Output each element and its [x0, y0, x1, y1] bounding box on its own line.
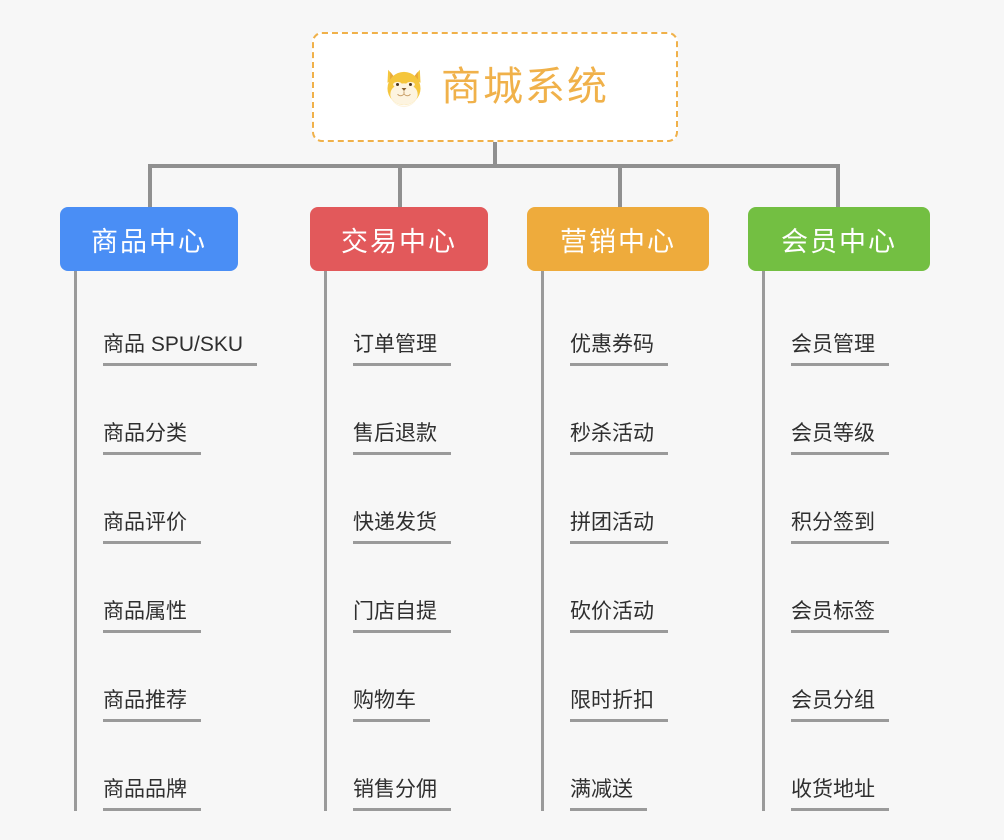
- leaf-label: 砍价活动: [570, 600, 668, 633]
- leaf-list-4: 会员管理 会员等级 积分签到 会员标签 会员分组 收货地址: [762, 271, 980, 811]
- list-item[interactable]: 满减送: [544, 722, 759, 811]
- leaf-label: 会员分组: [791, 689, 889, 722]
- leaf-label: 会员管理: [791, 333, 889, 366]
- leaf-list-3: 优惠券码 秒杀活动 拼团活动 砍价活动 限时折扣 满减送: [541, 271, 759, 811]
- list-item[interactable]: 售后退款: [327, 366, 542, 455]
- list-item[interactable]: 订单管理: [327, 277, 542, 366]
- connector-horizontal-bus: [150, 164, 840, 168]
- list-item[interactable]: 门店自提: [327, 544, 542, 633]
- connector-drop-2: [398, 164, 402, 209]
- leaf-label: 满减送: [570, 778, 647, 811]
- leaf-label: 会员标签: [791, 600, 889, 633]
- list-item[interactable]: 优惠券码: [544, 277, 759, 366]
- list-item[interactable]: 商品推荐: [77, 633, 292, 722]
- branch-column-1: 商品中心 商品 SPU/SKU 商品分类 商品评价 商品属性 商品推荐 商品品牌: [60, 207, 292, 811]
- leaf-label: 商品评价: [103, 511, 201, 544]
- branch-title-2: 交易中心: [341, 226, 457, 257]
- leaf-label: 商品分类: [103, 422, 201, 455]
- leaf-label: 拼团活动: [570, 511, 668, 544]
- list-item[interactable]: 秒杀活动: [544, 366, 759, 455]
- list-item[interactable]: 商品分类: [77, 366, 292, 455]
- list-item[interactable]: 商品属性: [77, 544, 292, 633]
- leaf-list-2: 订单管理 售后退款 快递发货 门店自提 购物车 销售分佣: [324, 271, 542, 811]
- list-item[interactable]: 商品品牌: [77, 722, 292, 811]
- leaf-label: 商品推荐: [103, 689, 201, 722]
- branch-title-4: 会员中心: [781, 226, 897, 257]
- leaf-label: 秒杀活动: [570, 422, 668, 455]
- shiba-dog-icon: [387, 69, 421, 108]
- branch-header-2[interactable]: 交易中心: [310, 207, 488, 271]
- branch-column-3: 营销中心 优惠券码 秒杀活动 拼团活动 砍价活动 限时折扣 满减送: [527, 207, 759, 811]
- connector-root-stem: [493, 142, 497, 166]
- list-item[interactable]: 会员标签: [765, 544, 980, 633]
- branch-header-3[interactable]: 营销中心: [527, 207, 709, 271]
- list-item[interactable]: 拼团活动: [544, 455, 759, 544]
- root-node[interactable]: 商城系统: [312, 32, 678, 142]
- list-item[interactable]: 商品 SPU/SKU: [77, 277, 292, 366]
- connector-drop-1: [148, 164, 152, 209]
- leaf-label: 商品属性: [103, 600, 201, 633]
- branch-title-1: 商品中心: [91, 226, 207, 257]
- leaf-label: 订单管理: [353, 333, 451, 366]
- branch-header-1[interactable]: 商品中心: [60, 207, 238, 271]
- list-item[interactable]: 商品评价: [77, 455, 292, 544]
- list-item[interactable]: 会员等级: [765, 366, 980, 455]
- list-item[interactable]: 会员分组: [765, 633, 980, 722]
- leaf-label: 售后退款: [353, 422, 451, 455]
- leaf-label: 限时折扣: [570, 689, 668, 722]
- branch-title-3: 营销中心: [560, 226, 676, 257]
- leaf-label: 购物车: [353, 689, 430, 722]
- list-item[interactable]: 购物车: [327, 633, 542, 722]
- root-title: 商城系统: [441, 65, 609, 109]
- leaf-label: 快递发货: [353, 511, 451, 544]
- list-item[interactable]: 砍价活动: [544, 544, 759, 633]
- leaf-list-1: 商品 SPU/SKU 商品分类 商品评价 商品属性 商品推荐 商品品牌: [74, 271, 292, 811]
- list-item[interactable]: 收货地址: [765, 722, 980, 811]
- list-item[interactable]: 销售分佣: [327, 722, 542, 811]
- list-item[interactable]: 限时折扣: [544, 633, 759, 722]
- list-item[interactable]: 会员管理: [765, 277, 980, 366]
- leaf-label: 销售分佣: [353, 778, 451, 811]
- leaf-label: 商品品牌: [103, 778, 201, 811]
- connector-drop-4: [836, 164, 840, 209]
- leaf-label: 门店自提: [353, 600, 451, 633]
- list-item[interactable]: 积分签到: [765, 455, 980, 544]
- leaf-label: 商品 SPU/SKU: [103, 333, 258, 366]
- branch-column-4: 会员中心 会员管理 会员等级 积分签到 会员标签 会员分组 收货地址: [748, 207, 980, 811]
- leaf-label: 收货地址: [791, 778, 889, 811]
- branch-header-4[interactable]: 会员中心: [748, 207, 930, 271]
- leaf-label: 会员等级: [791, 422, 889, 455]
- leaf-label: 优惠券码: [570, 333, 668, 366]
- leaf-label: 积分签到: [791, 511, 889, 544]
- connector-drop-3: [618, 164, 622, 209]
- list-item[interactable]: 快递发货: [327, 455, 542, 544]
- branch-column-2: 交易中心 订单管理 售后退款 快递发货 门店自提 购物车 销售分佣: [310, 207, 542, 811]
